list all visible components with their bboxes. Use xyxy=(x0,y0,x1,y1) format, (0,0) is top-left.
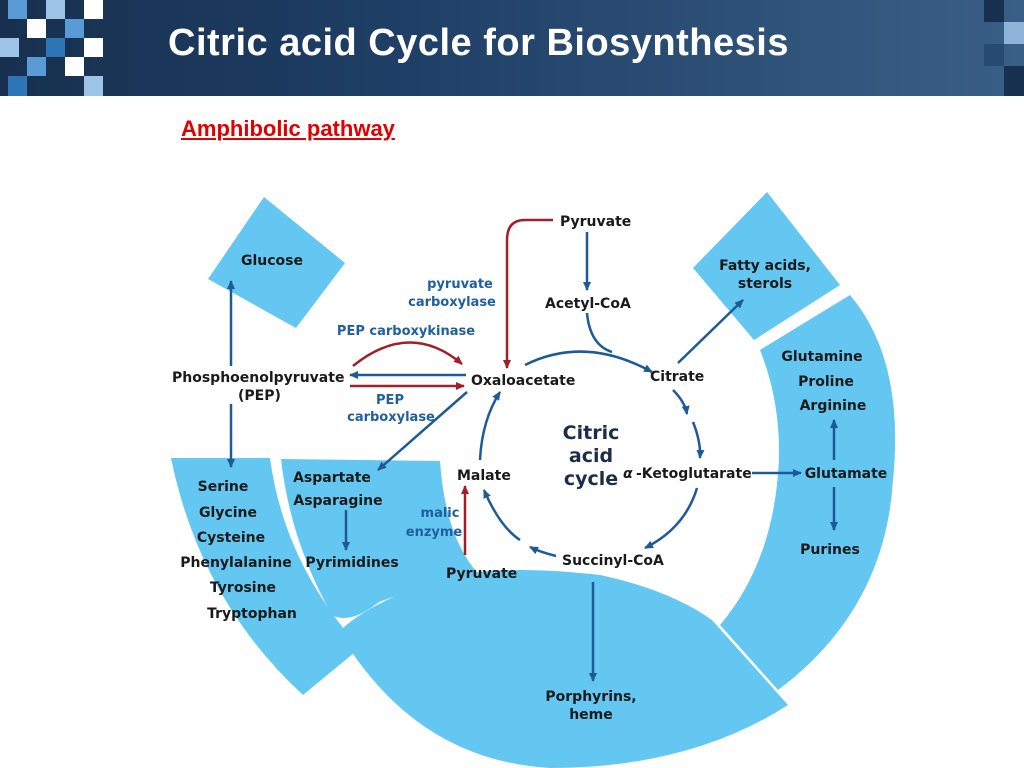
label-citrate: Citrate xyxy=(650,369,704,385)
label-porphyrins: Porphyrins, xyxy=(545,689,636,705)
label-tyrosine: Tyrosine xyxy=(210,580,276,596)
arrow-succinylcoa-to-malate-b xyxy=(482,489,521,542)
label-pep-carboxykinase: PEP carboxykinase xyxy=(337,324,475,339)
slide-title: Citric acid Cycle for Biosynthesis xyxy=(168,22,789,64)
arrow-acetylcoa-to-citrate xyxy=(585,312,613,354)
label-malic-enzyme: enzyme xyxy=(406,525,463,540)
label-pep-carboxylase: PEP xyxy=(376,393,404,408)
label-glycine: Glycine xyxy=(199,505,257,521)
decor-square xyxy=(46,0,65,19)
arrow-pep-carboxykinase xyxy=(352,341,463,367)
label-heme: heme xyxy=(569,707,613,723)
label-asparagine: Asparagine xyxy=(293,493,382,509)
label-fatty-acids: sterols xyxy=(738,276,792,292)
arrow-oxaloacetate-to-citrate xyxy=(524,350,653,374)
label-pep: Phosphoenolpyruvate xyxy=(172,370,344,386)
label-tryptophan: Tryptophan xyxy=(207,606,297,622)
decor-square xyxy=(1004,66,1024,96)
decor-square xyxy=(0,38,19,57)
decor-square xyxy=(46,38,65,57)
decor-square xyxy=(984,44,1004,66)
decor-square xyxy=(27,57,46,76)
arrow-ketoglutarate-to-succinylcoa xyxy=(644,487,699,550)
label-glutamine: Glutamine xyxy=(781,349,862,365)
label-succinyl-coa: Succinyl-CoA xyxy=(562,553,664,569)
segment-porphyrins xyxy=(339,570,788,768)
arrow-citrate-to-ketoglutarate-a xyxy=(672,389,690,415)
label-malate: Malate xyxy=(457,468,511,484)
decor-square xyxy=(65,19,84,38)
arrow-citrate-to-fatty-acids xyxy=(677,299,744,364)
label-purines: Purines xyxy=(800,542,860,558)
label-aspartate: Aspartate xyxy=(293,470,371,486)
label-arginine: Arginine xyxy=(800,398,867,414)
slide-header: Citric acid Cycle for Biosynthesis xyxy=(0,0,1024,96)
label-pyruvate-bottom: Pyruvate xyxy=(446,566,517,582)
center-label: Citric acid cycle xyxy=(563,422,620,490)
center-label-line: acid xyxy=(569,445,613,467)
decor-square xyxy=(27,19,46,38)
label-phenylalanine: Phenylalanine xyxy=(180,555,292,571)
label-glucose: Glucose xyxy=(241,253,303,269)
arrow-pyruvate-carboxylase xyxy=(503,218,553,369)
decor-square xyxy=(84,76,103,96)
arrow-succinylcoa-to-malate-a xyxy=(529,545,557,558)
slide-subtitle: Amphibolic pathway xyxy=(181,116,395,141)
decor-square xyxy=(8,0,27,19)
arrow-malate-to-oxaloacetate xyxy=(478,391,502,461)
label-malic-enzyme: malic xyxy=(421,506,460,521)
label-acetyl-coa: Acetyl-CoA xyxy=(545,296,631,312)
label-pyruvate-top: Pyruvate xyxy=(560,214,631,230)
center-label-line: cycle xyxy=(564,468,618,490)
segment-fatty-acids xyxy=(693,192,840,340)
label-cysteine: Cysteine xyxy=(197,530,265,546)
label-pep-carboxylase: carboxylase xyxy=(347,410,435,425)
label-pyrimidines: Pyrimidines xyxy=(305,555,398,571)
label-pyruvate-carboxylase: carboxylase xyxy=(408,295,496,310)
segment-glucose xyxy=(208,197,345,328)
decor-square xyxy=(8,76,27,96)
label-pyruvate-carboxylase: pyruvate xyxy=(427,277,493,292)
label-pep-abbrev: (PEP) xyxy=(238,388,281,404)
label-proline: Proline xyxy=(798,374,854,390)
arrow-citrate-to-ketoglutarate-b xyxy=(691,421,705,459)
label-glutamate: Glutamate xyxy=(805,466,888,482)
label-serine: Serine xyxy=(198,479,249,495)
label-alpha: α xyxy=(623,466,633,482)
decor-square xyxy=(84,0,103,19)
segment-amino-acids-left xyxy=(171,458,360,695)
segment-glutamine xyxy=(720,295,896,690)
decor-square xyxy=(1004,22,1024,44)
decor-square xyxy=(984,0,1004,22)
center-label-line: Citric xyxy=(563,422,620,444)
label-oxaloacetate: Oxaloacetate xyxy=(471,373,575,389)
label-fatty-acids: Fatty acids, xyxy=(719,258,811,274)
label-ketoglutarate: -Ketoglutarate xyxy=(636,466,752,482)
arrow-oxaloacetate-to-aspartate xyxy=(377,391,468,471)
decor-square xyxy=(65,57,84,76)
decor-square xyxy=(84,38,103,57)
